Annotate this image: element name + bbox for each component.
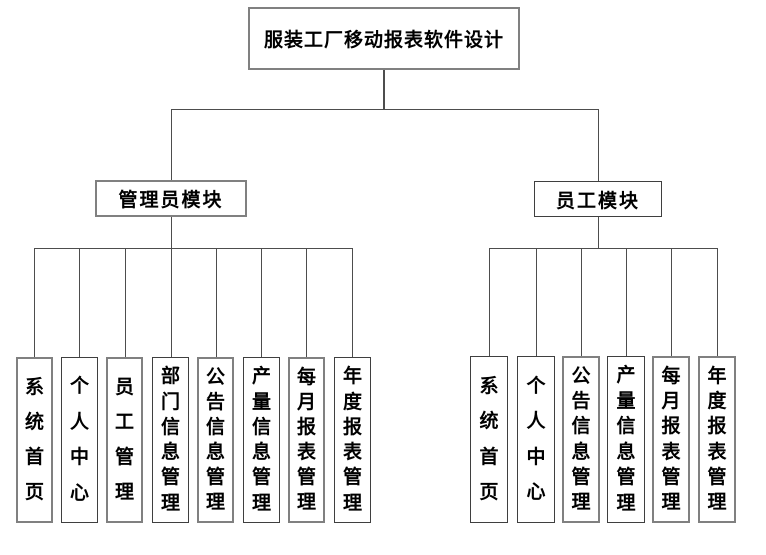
node-root-title: 服装工厂移动报表软件设计 <box>248 7 520 70</box>
connector-drop <box>261 248 262 357</box>
connector-drop <box>125 248 126 357</box>
connector-admin-stub <box>171 109 172 180</box>
connector-employee-horizontal <box>489 248 718 249</box>
node-admin-module: 管理员模块 <box>95 180 247 217</box>
node-admin-department-info-mgmt: 部门信息管理 <box>152 357 189 523</box>
node-admin-output-info-mgmt: 产量信息管理 <box>243 357 280 523</box>
connector-admin-vertical <box>171 217 172 248</box>
connector-root-vertical <box>383 70 385 110</box>
connector-employee-stub <box>598 109 599 181</box>
node-employee-announcement-info-mgmt: 公告信息管理 <box>562 356 600 523</box>
node-employee-module: 员工模块 <box>534 181 662 217</box>
node-employee-monthly-report-mgmt: 每月报表管理 <box>652 356 690 523</box>
node-admin-annual-report-mgmt: 年度报表管理 <box>334 357 371 523</box>
connector-drop <box>352 248 353 357</box>
connector-drop <box>581 248 582 356</box>
node-employee-system-home: 系统首页 <box>470 356 508 523</box>
connector-drop <box>306 248 307 357</box>
connector-drop <box>216 248 217 357</box>
connector-top-horizontal <box>171 109 599 110</box>
employee-module-label: 员工模块 <box>555 189 640 212</box>
node-admin-employee-mgmt: 员工管理 <box>106 357 143 523</box>
node-admin-monthly-report-mgmt: 每月报表管理 <box>288 357 325 523</box>
connector-drop <box>489 248 490 356</box>
node-admin-announcement-info-mgmt: 公告信息管理 <box>197 357 234 523</box>
connector-employee-vertical <box>598 217 599 248</box>
connector-drop <box>717 248 718 356</box>
node-admin-personal-center: 个人中心 <box>61 357 98 523</box>
connector-drop <box>34 248 35 357</box>
node-employee-output-info-mgmt: 产量信息管理 <box>607 356 645 523</box>
connector-drop <box>536 248 537 356</box>
node-employee-annual-report-mgmt: 年度报表管理 <box>698 356 736 523</box>
connector-drop <box>626 248 627 356</box>
node-employee-personal-center: 个人中心 <box>517 356 555 523</box>
node-admin-system-home: 系统首页 <box>16 357 53 523</box>
connector-drop <box>171 248 172 357</box>
connector-admin-horizontal <box>34 248 353 249</box>
connector-drop <box>671 248 672 356</box>
admin-module-label: 管理员模块 <box>118 189 224 211</box>
root-title-label: 服装工厂移动报表软件设计 <box>263 29 504 51</box>
connector-drop <box>79 248 80 357</box>
